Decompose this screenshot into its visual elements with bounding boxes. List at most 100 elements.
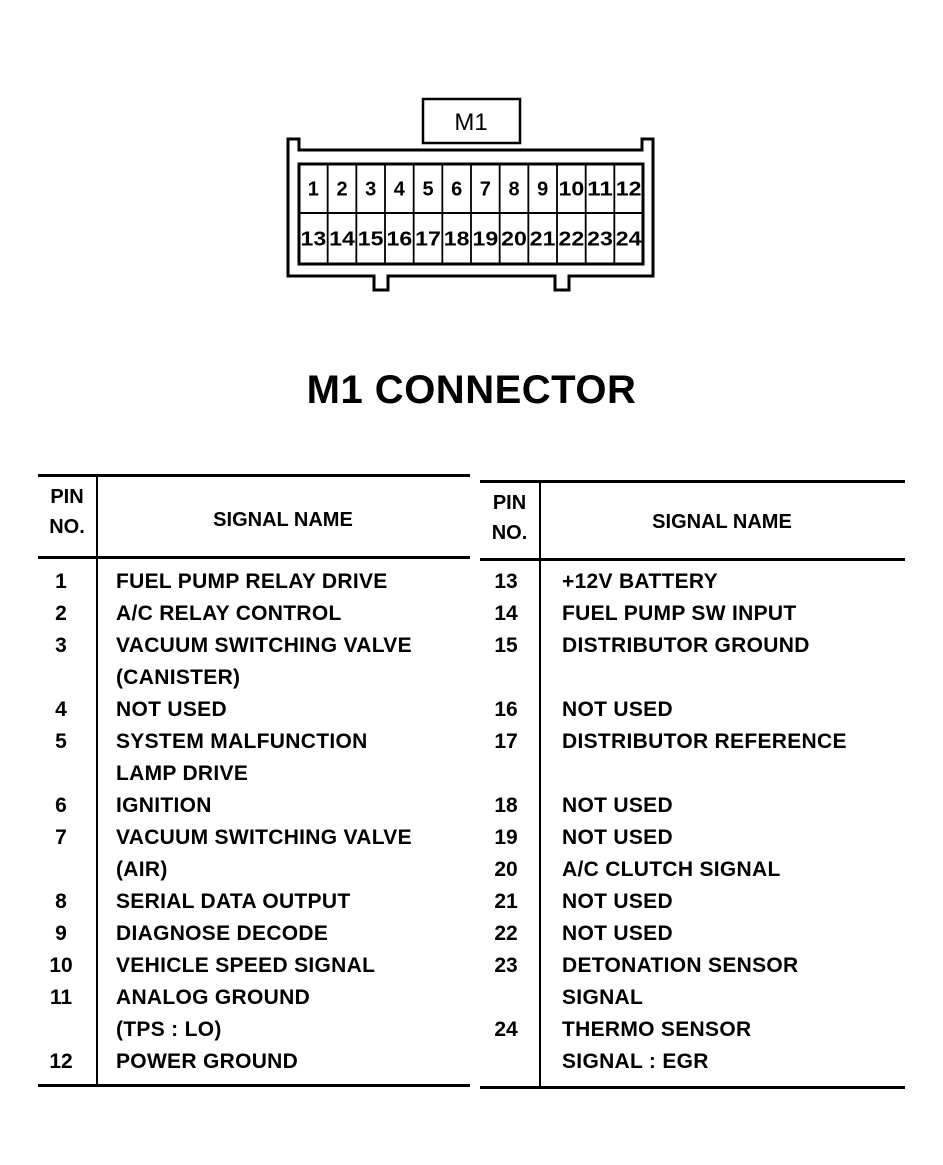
row-pin-number: 8	[55, 890, 67, 913]
table-row: 5 SYSTEM MALFUNCTION	[38, 726, 470, 758]
table-row: 11 ANALOG GROUND	[38, 982, 470, 1014]
table-row: (AIR)	[38, 854, 470, 886]
header-pin-line1: PIN	[492, 492, 527, 514]
row-signal-name: FUEL PUMP SW INPUT	[562, 602, 797, 625]
table-row: 17 DISTRIBUTOR REFERENCE	[480, 726, 905, 758]
header-signal-name: SIGNAL NAME	[652, 511, 792, 533]
table-row: 3 VACUUM SWITCHING VALVE	[38, 630, 470, 662]
table-row: 1 FUEL PUMP RELAY DRIVE	[38, 566, 470, 598]
table-bottom-rule	[38, 1084, 470, 1087]
table-row: 19 NOT USED	[480, 822, 905, 854]
row-signal-name: DISTRIBUTOR REFERENCE	[562, 730, 847, 753]
pin-number-1: 1	[308, 179, 319, 201]
row-signal-name: VACUUM SWITCHING VALVE	[116, 634, 412, 657]
table-header-rule	[38, 556, 470, 559]
pin-number-24: 24	[616, 229, 643, 251]
table-top-rule	[38, 474, 470, 477]
table-row: 6 IGNITION	[38, 790, 470, 822]
header-pin-line2: NO.	[49, 516, 85, 538]
table-row: 14 FUEL PUMP SW INPUT	[480, 598, 905, 630]
table-row: SIGNAL : EGR	[480, 1046, 905, 1078]
connector-label-box	[421, 97, 522, 145]
table-row: LAMP DRIVE	[38, 758, 470, 790]
row-signal-name: +12V BATTERY	[562, 570, 718, 593]
row-pin-number: 14	[494, 602, 518, 625]
header-pin-line2: NO.	[491, 522, 528, 544]
table-row: (CANISTER)	[38, 662, 470, 694]
row-pin-number: 20	[494, 858, 518, 881]
table-row: 2 A/C RELAY CONTROL	[38, 598, 470, 630]
header-pin-line1: PIN	[50, 486, 84, 508]
row-signal-name: A/C RELAY CONTROL	[116, 602, 342, 625]
pin-table-right: PIN NO. SIGNAL NAME 13 +12V BATTERY 14 FUEL…	[480, 480, 905, 1092]
row-signal-name: (TPS : LO)	[116, 1018, 222, 1041]
row-signal-name: LAMP DRIVE	[116, 762, 249, 785]
row-signal-name: IGNITION	[116, 794, 212, 817]
row-pin-number: 10	[49, 954, 73, 977]
row-pin-number: 23	[494, 954, 518, 977]
pin-number-10: 10	[558, 179, 584, 201]
row-pin-number: 18	[494, 794, 518, 817]
row-signal-name: POWER GROUND	[116, 1050, 299, 1073]
row-signal-name: NOT USED	[562, 794, 673, 817]
row-pin-number: 2	[55, 602, 67, 625]
row-signal-name: DIAGNOSE DECODE	[116, 922, 329, 945]
header-signal-name: SIGNAL NAME	[213, 509, 353, 531]
row-pin-number: 9	[55, 922, 67, 945]
pin-number-5: 5	[422, 179, 433, 201]
pin-number-2: 2	[336, 179, 347, 201]
row-signal-name: NOT USED	[562, 698, 673, 721]
header-pin-no: PIN NO.	[480, 488, 539, 548]
row-signal-name: FUEL PUMP RELAY DRIVE	[116, 570, 388, 593]
row-pin-number: 15	[494, 634, 518, 657]
table-top-rule	[480, 480, 905, 483]
pin-number-12: 12	[616, 179, 642, 201]
row-pin-number: 1	[55, 570, 67, 593]
table-row: 8 SERIAL DATA OUTPUT	[38, 886, 470, 918]
row-signal-name: VEHICLE SPEED SIGNAL	[116, 954, 376, 977]
row-pin-number: 19	[494, 826, 518, 849]
row-signal-name: SYSTEM MALFUNCTION	[116, 730, 368, 753]
row-pin-number: 6	[55, 794, 67, 817]
row-signal-name: NOT USED	[562, 826, 673, 849]
row-signal-name: (CANISTER)	[116, 666, 241, 689]
row-signal-name: NOT USED	[562, 922, 673, 945]
pin-number-17: 17	[415, 229, 441, 251]
pin-number-20: 20	[501, 229, 527, 251]
pin-number-22: 22	[558, 229, 584, 251]
row-pin-number: 7	[55, 826, 67, 849]
row-pin-number: 11	[49, 986, 73, 1009]
pin-number-13: 13	[300, 229, 326, 251]
table-row	[480, 758, 905, 790]
pin-number-4: 4	[394, 179, 406, 201]
pin-number-8: 8	[508, 179, 519, 201]
row-pin-number: 4	[55, 698, 67, 721]
table-row: 13 +12V BATTERY	[480, 566, 905, 598]
pin-number-23: 23	[587, 229, 613, 251]
row-pin-number: 17	[494, 730, 518, 753]
row-pin-number: 13	[494, 570, 518, 593]
header-pin-no: PIN NO.	[38, 482, 96, 542]
table-row: 9 DIAGNOSE DECODE	[38, 918, 470, 950]
table-header-rule	[480, 558, 905, 561]
row-signal-name: ANALOG GROUND	[116, 986, 311, 1009]
table-row: SIGNAL	[480, 982, 905, 1014]
row-signal-name: NOT USED	[562, 890, 673, 913]
row-pin-number: 24	[494, 1018, 518, 1041]
row-signal-name: SERIAL DATA OUTPUT	[116, 890, 351, 913]
table-row: 18 NOT USED	[480, 790, 905, 822]
row-pin-number: 16	[494, 698, 518, 721]
table-row	[480, 662, 905, 694]
row-pin-number: 3	[55, 634, 67, 657]
row-signal-name: SIGNAL	[562, 986, 644, 1009]
row-pin-number: 5	[55, 730, 67, 753]
